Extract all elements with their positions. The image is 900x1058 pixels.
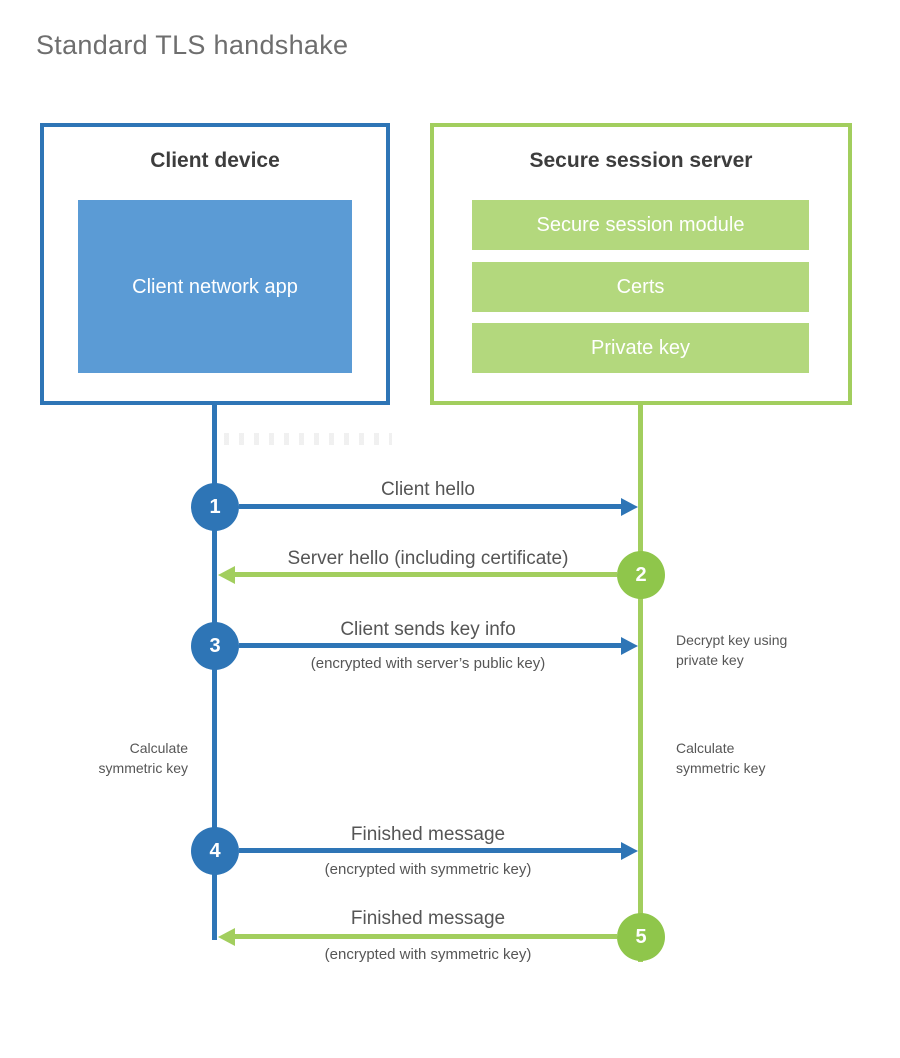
step-4-badge: 4 — [191, 827, 239, 875]
note-calculate-symmetric-server: Calculate symmetric key — [676, 740, 766, 777]
step-1-arrow-line — [239, 504, 621, 509]
server-module-certs: Certs — [472, 262, 809, 312]
step-1-badge: 1 — [191, 483, 239, 531]
step-4-arrowhead-icon — [621, 842, 638, 860]
step-2-arrowhead-icon — [218, 566, 235, 584]
server-module-secure-session: Secure session module — [472, 200, 809, 250]
step-5-arrowhead-icon — [218, 928, 235, 946]
step-3-sublabel: (encrypted with server’s public key) — [310, 655, 546, 672]
step-5-arrow-line — [235, 934, 617, 939]
step-1-arrowhead-icon — [621, 498, 638, 516]
faint-dashes-decoration — [224, 433, 392, 445]
step-3-arrowhead-icon — [621, 637, 638, 655]
step-5-sublabel: (encrypted with symmetric key) — [324, 946, 532, 963]
step-4-arrow-line — [239, 848, 621, 853]
step-2-label: Server hello (including certificate) — [287, 548, 569, 569]
client-device-title: Client device — [150, 149, 280, 172]
note-decrypt-key: Decrypt key using private key — [676, 632, 788, 669]
page-title: Standard TLS handshake — [36, 30, 349, 60]
step-3-arrow-line — [239, 643, 621, 648]
note-calculate-symmetric-client: Calculate symmetric key — [98, 740, 188, 777]
step-3-badge: 3 — [191, 622, 239, 670]
step-2-arrow-line — [235, 572, 617, 577]
step-4-sublabel: (encrypted with symmetric key) — [324, 861, 532, 878]
secure-session-server-title: Secure session server — [529, 149, 753, 172]
client-network-app: Client network app — [78, 200, 352, 373]
step-4-label: Finished message — [350, 824, 506, 845]
step-5-badge: 5 — [617, 913, 665, 961]
step-3-label: Client sends key info — [340, 619, 516, 640]
server-module-private-key: Private key — [472, 323, 809, 373]
client-device-box: Client device Client network app — [40, 123, 390, 405]
server-lifeline — [638, 405, 643, 962]
client-network-app-label: Client network app — [132, 275, 298, 298]
secure-session-server-box: Secure session server Secure session mod… — [430, 123, 852, 405]
client-lifeline — [212, 405, 217, 940]
step-5-label: Finished message — [350, 908, 506, 929]
step-2-badge: 2 — [617, 551, 665, 599]
step-1-label: Client hello — [381, 479, 475, 500]
